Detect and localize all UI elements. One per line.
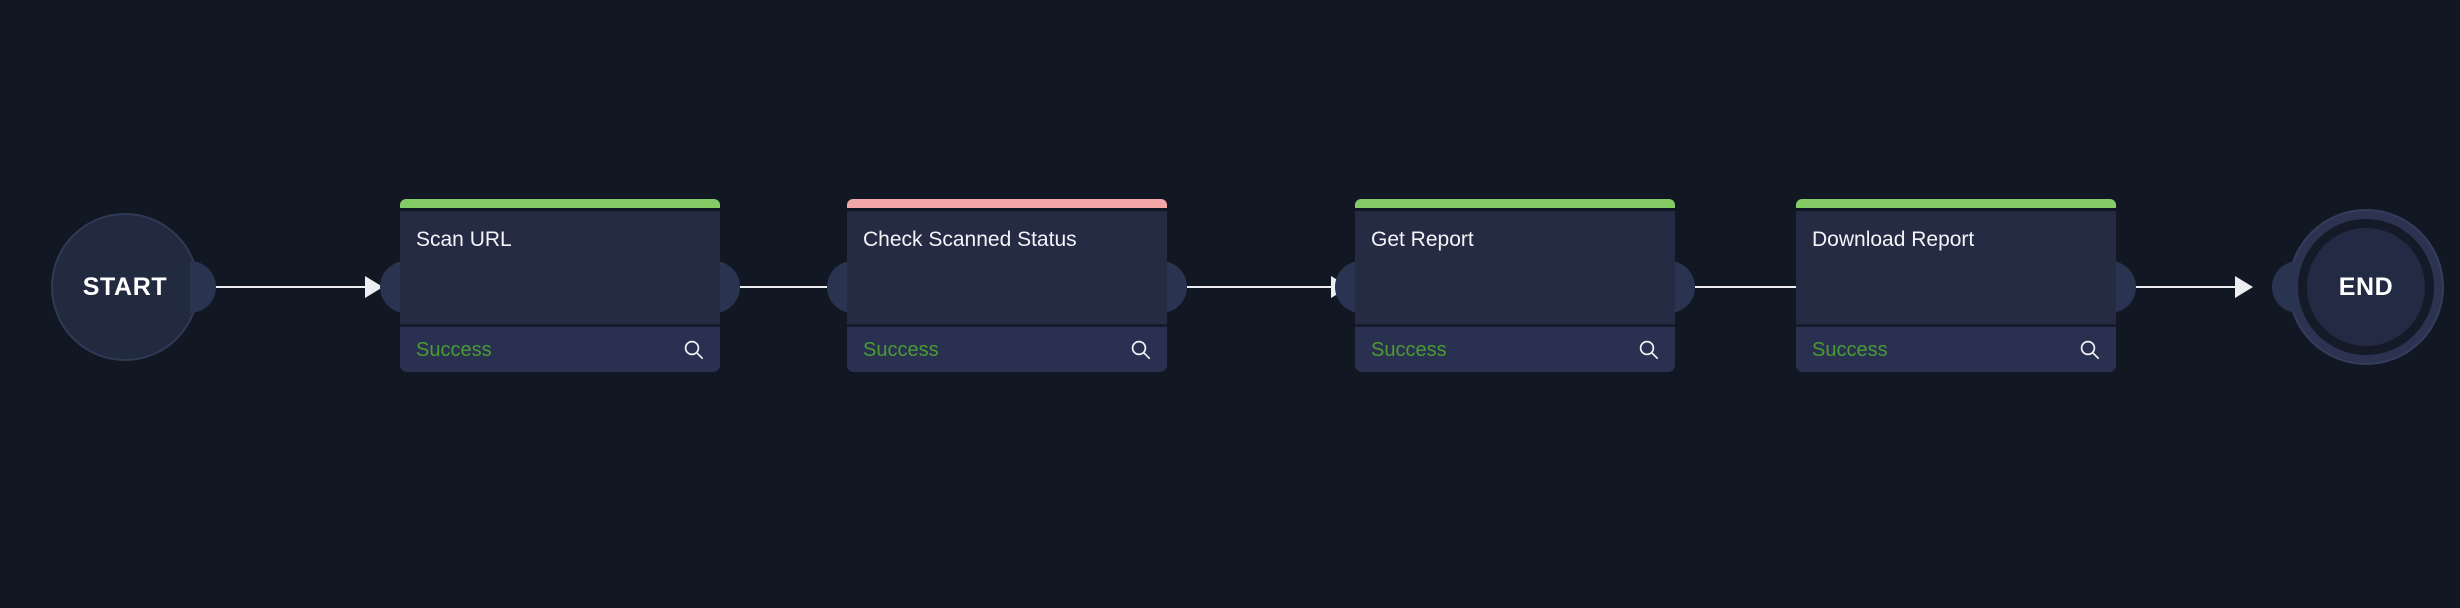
end-node-label: END xyxy=(2338,272,2394,301)
node-divider xyxy=(847,324,1167,327)
workflow-node-download-report[interactable]: Download Report Success xyxy=(1796,199,2116,372)
node-status-accent-bar xyxy=(400,199,720,208)
node-divider xyxy=(1355,324,1675,327)
node-status-label: Success xyxy=(416,338,492,361)
search-icon[interactable] xyxy=(2078,338,2102,362)
node-title: Download Report xyxy=(1812,228,1975,251)
edge-node-2-to-node-3 xyxy=(1187,286,1334,288)
node-divider xyxy=(1796,324,2116,327)
node-divider xyxy=(400,324,720,327)
search-icon[interactable] xyxy=(1637,338,1661,362)
node-status-accent-bar xyxy=(1796,199,2116,208)
node-status-label: Success xyxy=(1371,338,1447,361)
edge-node-4-to-end xyxy=(2136,286,2238,288)
workflow-node-scan-url[interactable]: Scan URL Success xyxy=(400,199,720,372)
node-title: Check Scanned Status xyxy=(863,228,1077,251)
node-status-accent-bar xyxy=(847,199,1167,208)
edge-arrowhead-1 xyxy=(365,276,383,298)
end-node-core xyxy=(2307,228,2425,346)
edge-node-3-to-node-4 xyxy=(1695,286,1815,288)
node-title: Scan URL xyxy=(416,228,512,251)
workflow-node-check-scanned-status[interactable]: Check Scanned Status Success xyxy=(847,199,1167,372)
end-node[interactable]: END xyxy=(2288,209,2444,365)
node-status-label: Success xyxy=(1812,338,1888,361)
start-node-label: START xyxy=(82,272,168,301)
start-node-output-port[interactable] xyxy=(190,261,216,313)
edge-node-1-to-node-2 xyxy=(740,286,846,288)
end-node-input-port[interactable] xyxy=(2272,261,2298,313)
workflow-node-get-report[interactable]: Get Report Success xyxy=(1355,199,1675,372)
edge-arrowhead-5 xyxy=(2235,276,2253,298)
edge-start-to-node-1 xyxy=(216,286,368,288)
start-node[interactable]: START xyxy=(51,213,199,361)
search-icon[interactable] xyxy=(1129,338,1153,362)
node-status-accent-bar xyxy=(1355,199,1675,208)
node-status-label: Success xyxy=(863,338,939,361)
node-title: Get Report xyxy=(1371,228,1474,251)
search-icon[interactable] xyxy=(682,338,706,362)
